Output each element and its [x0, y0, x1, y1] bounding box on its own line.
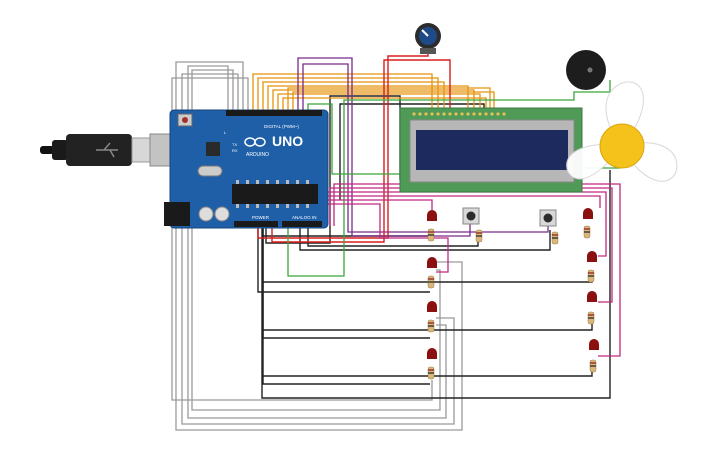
tx-label: TX [232, 142, 237, 147]
atmega-chip [232, 184, 318, 204]
pushbutton-1[interactable] [462, 207, 480, 225]
power-label: POWER [252, 215, 270, 220]
potentiometer[interactable] [415, 23, 441, 54]
led-left-4 [427, 348, 437, 359]
fan-hub [599, 123, 645, 169]
analog-header [282, 221, 322, 227]
piezo-buzzer [566, 50, 606, 90]
purple-wires [297, 57, 549, 237]
usb-icon [96, 142, 118, 158]
led-right-4 [589, 339, 599, 350]
power-jack [164, 202, 190, 226]
led-left-3 [427, 301, 437, 312]
usb-cable [40, 133, 189, 167]
arduino-infinity-icon [244, 137, 266, 147]
digital-header [226, 110, 322, 116]
arduino-logo: ARDUINO [246, 152, 269, 158]
gray-wires [171, 61, 463, 431]
led-left-2 [427, 257, 437, 268]
uno-logo: UNO [272, 133, 303, 149]
dc-fan [566, 81, 678, 182]
digital-label: DIGITAL (PWM~) [264, 124, 299, 129]
resistor-bands [428, 228, 596, 374]
analog-label: ANALOG IN [292, 215, 317, 220]
led-left-1 [427, 210, 437, 221]
rx-label: RX [232, 148, 238, 153]
l-label: L [224, 130, 227, 135]
magenta-wires [313, 183, 621, 357]
arduino-uno-board[interactable]: UNO ARDUINO DIGITAL (PWM~) POWER ANALOG … [164, 109, 329, 229]
lcd-display [399, 107, 583, 193]
pushbutton-2[interactable] [539, 209, 557, 227]
led-right-1 [583, 208, 593, 219]
lcd-screen [416, 130, 568, 170]
resistor [427, 225, 597, 380]
red-wires [257, 46, 451, 243]
led-right-3 [587, 291, 597, 302]
led-right-2 [587, 251, 597, 262]
power-header [234, 221, 278, 227]
